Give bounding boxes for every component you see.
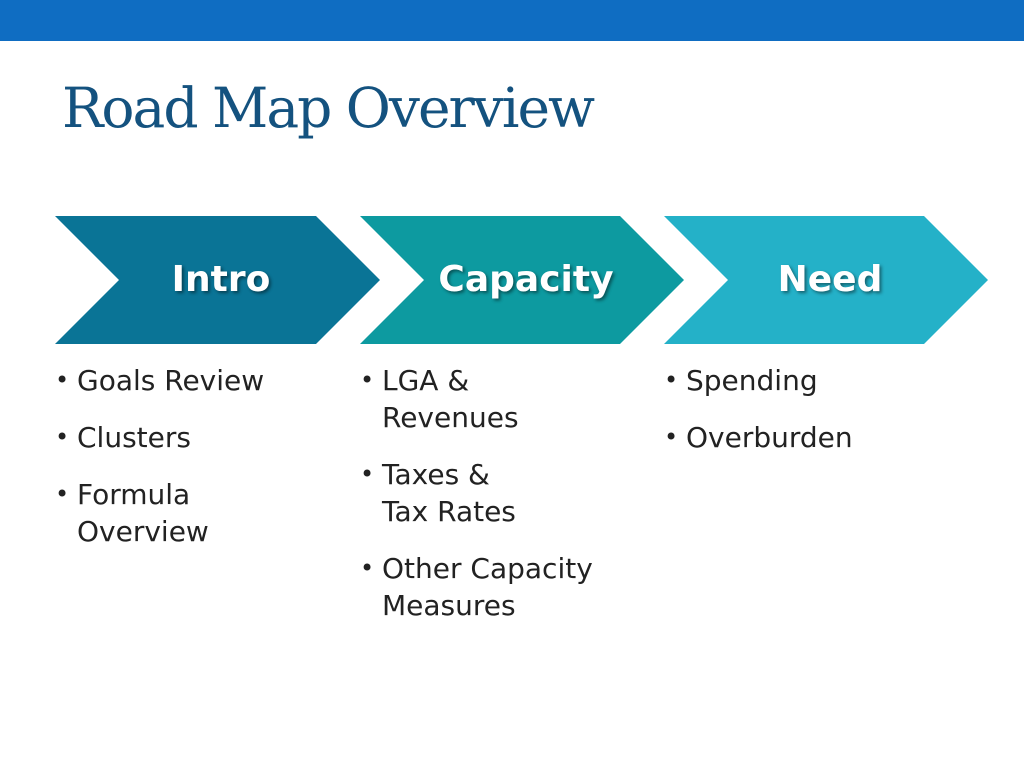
top-accent-bar (0, 0, 1024, 41)
bullet-icon: • (360, 366, 375, 394)
need-bullet-list: • Spending • Overburden (664, 362, 964, 476)
intro-chevron (55, 216, 380, 344)
list-item: • Taxes & Tax Rates (360, 456, 650, 530)
list-item: • Formula Overview (55, 476, 335, 550)
slide-title: Road Map Overview (62, 76, 595, 140)
list-item: • Overburden (664, 419, 964, 456)
list-item-text: Overburden (686, 421, 853, 454)
list-item-text: Taxes & Tax Rates (382, 458, 516, 528)
list-item: • Goals Review (55, 362, 335, 399)
list-item-text: Clusters (77, 421, 191, 454)
bullet-icon: • (664, 366, 679, 394)
list-item-text: Other Capacity Measures (382, 552, 593, 622)
bullet-icon: • (55, 366, 70, 394)
bullet-icon: • (360, 460, 375, 488)
bullet-icon: • (664, 423, 679, 451)
list-item-text: LGA & Revenues (382, 364, 519, 434)
list-item: • LGA & Revenues (360, 362, 650, 436)
capacity-stage-label: Capacity (438, 259, 614, 300)
list-item: • Other Capacity Measures (360, 550, 650, 624)
need-chevron (664, 216, 988, 344)
capacity-chevron (360, 216, 684, 344)
capacity-bullet-list: • LGA & Revenues • Taxes & Tax Rates • O… (360, 362, 650, 644)
list-item: • Spending (664, 362, 964, 399)
list-item: • Clusters (55, 419, 335, 456)
need-stage-label: Need (777, 259, 883, 300)
bullet-icon: • (360, 554, 375, 582)
intro-stage-label: Intro (171, 259, 271, 300)
bullet-icon: • (55, 480, 70, 508)
bullet-icon: • (55, 423, 70, 451)
list-item-text: Spending (686, 364, 818, 397)
intro-bullet-list: • Goals Review • Clusters • Formula Over… (55, 362, 335, 570)
list-item-text: Goals Review (77, 364, 265, 397)
list-item-text: Formula Overview (77, 478, 209, 548)
